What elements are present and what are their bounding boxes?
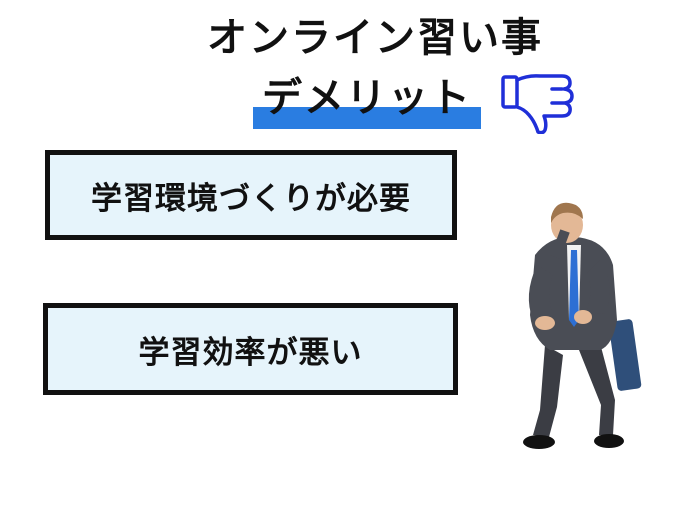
disadvantage-label: 学習環境づくりが必要	[91, 180, 411, 217]
disadvantage-item: 学習効率が悪い	[43, 303, 458, 395]
page-title-main: オンライン習い事	[207, 15, 543, 61]
disadvantage-label: 学習効率が悪い	[138, 334, 363, 371]
disadvantage-item: 学習環境づくりが必要	[45, 150, 457, 240]
thumbs-down-icon	[501, 74, 574, 134]
title-highlight-bar	[253, 107, 481, 129]
page-title-sub: デメリット	[262, 75, 472, 121]
dejected-businessman-illustration	[523, 202, 642, 449]
